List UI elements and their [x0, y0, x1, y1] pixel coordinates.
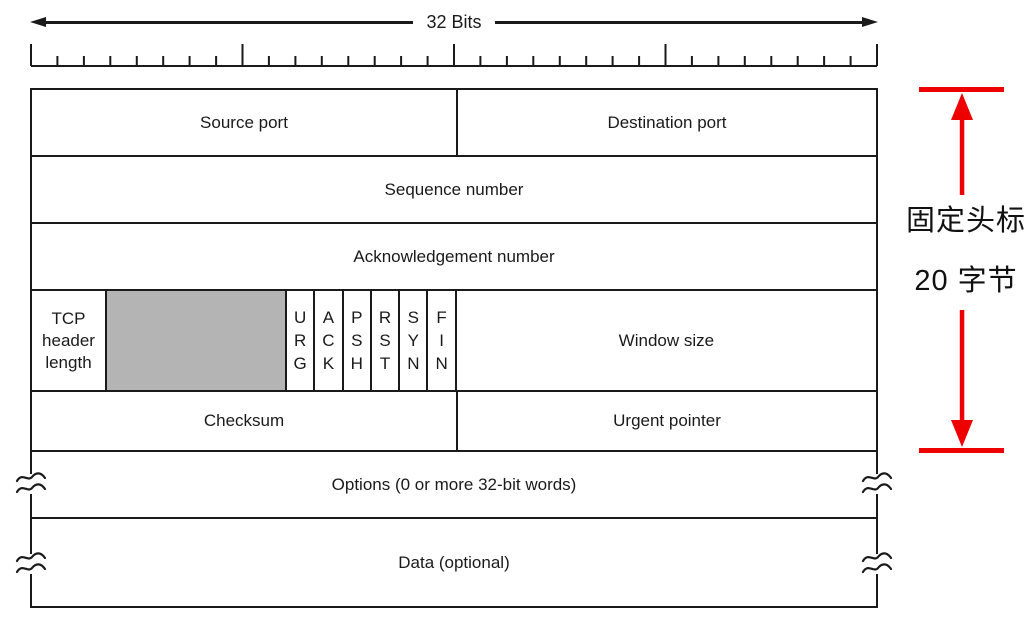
field-tcp-header-length: TCP header length [42, 308, 95, 372]
field-checksum: Checksum [203, 411, 285, 430]
fixed-header-extent-arrow [919, 87, 1004, 453]
field-flag-fin: F I N [426, 291, 454, 390]
bit-width-label: 32 Bits [426, 12, 482, 32]
field-flag-urg: U R G [285, 291, 313, 390]
field-flag-rst: R S T [369, 291, 398, 390]
tcp-header-table: Source port Destination port Sequence nu… [30, 88, 878, 608]
fixed-header-label-line1: 固定头标 [905, 205, 1026, 237]
field-data: Data (optional) [398, 552, 510, 572]
row-acknowledgement-number: Acknowledgement number [32, 222, 876, 289]
row-options: Options (0 or more 32-bit words) [32, 450, 876, 517]
break-mark-icon [15, 552, 47, 574]
arrow-line [46, 20, 414, 24]
field-urgent-pointer: Urgent pointer [456, 392, 876, 450]
field-flag-psh: P S H [341, 291, 370, 390]
arrow-line [494, 20, 862, 24]
field-source-port: Source port [200, 112, 288, 132]
row-ports: Source port Destination port [32, 90, 876, 155]
field-window-size: Window size [454, 291, 876, 390]
break-mark-icon [15, 472, 47, 494]
row-sequence-number: Sequence number [32, 155, 876, 222]
field-destination-port: Destination port [456, 90, 876, 155]
break-mark-icon [861, 472, 893, 494]
break-mark-icon [861, 552, 893, 574]
field-sequence-number: Sequence number [384, 179, 524, 199]
field-reserved [105, 291, 285, 390]
fixed-header-label-line2: 20 字节 [914, 265, 1018, 297]
row-checksum: Checksum Urgent pointer [32, 390, 876, 450]
arrow-right-icon [862, 17, 878, 27]
field-acknowledgement-number: Acknowledgement number [353, 246, 555, 266]
field-flag-syn: S Y N [398, 291, 426, 390]
field-flag-ack: A C K [313, 291, 341, 390]
bit-width-arrow: 32 Bits [30, 9, 878, 35]
field-options: Options (0 or more 32-bit words) [331, 474, 577, 494]
row-data: Data (optional) [32, 517, 876, 606]
arrow-left-icon [30, 17, 46, 27]
row-flags: TCP header length U R G A C K P S H R S … [32, 289, 876, 390]
bit-ruler [30, 44, 878, 67]
